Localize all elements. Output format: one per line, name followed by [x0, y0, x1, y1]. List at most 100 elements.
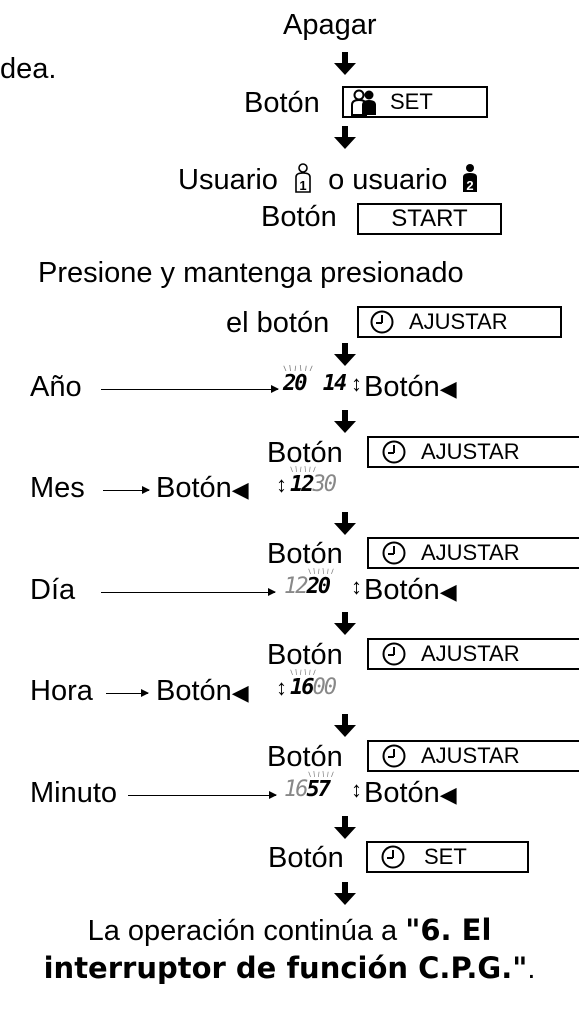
footer-link-ref[interactable]: interruptor de función C.P.G."	[43, 951, 528, 985]
lcd-month-b: 30	[312, 472, 337, 497]
blink-icon	[290, 466, 316, 472]
boton-label: Botón	[364, 371, 440, 403]
down-arrow-icon	[333, 343, 357, 367]
label-minuto: Minuto	[30, 777, 118, 809]
user-select-text: Usuario 1 o usuario 2	[178, 163, 479, 197]
user-2-icon[interactable]: 2	[461, 163, 479, 193]
label-ano: Año	[30, 371, 82, 403]
footer-line2: interruptor de función C.P.G.".	[0, 950, 579, 987]
pointer-line	[101, 385, 279, 393]
ajustar-label: AJUSTAR	[409, 309, 508, 334]
step-label-boton: Botón	[244, 87, 320, 119]
lcd-year-b: 14	[322, 371, 347, 396]
triangle-left-icon[interactable]: ◀	[231, 680, 249, 705]
down-arrow-icon	[333, 816, 357, 840]
clock-ajustar-button[interactable]: AJUSTAR	[367, 537, 579, 569]
triangle-left-icon[interactable]: ◀	[439, 782, 457, 807]
user-1-icon[interactable]: 1	[294, 163, 312, 193]
row-day-boton: Botón◀	[364, 573, 457, 609]
row-minute-boton: Botón◀	[364, 776, 457, 812]
blink-icon	[290, 669, 316, 675]
label-hora: Hora	[30, 675, 93, 707]
lcd-day-a: 12	[284, 574, 308, 599]
pointer-line	[106, 689, 149, 697]
row-year-boton: Botón◀	[364, 370, 457, 406]
clock-ajustar-button[interactable]: AJUSTAR	[357, 306, 562, 338]
step-label-boton: Botón	[268, 842, 344, 874]
down-arrow-icon	[333, 882, 357, 906]
pointer-line	[103, 486, 150, 494]
lcd-minute: 1657	[284, 777, 329, 802]
footer-link-ref[interactable]: "6. El	[405, 913, 492, 947]
triangle-left-icon[interactable]: ◀	[439, 579, 457, 604]
step-presione-line1: Presione y mantenga presionado	[38, 257, 464, 289]
clock-set-button[interactable]: SET	[366, 841, 529, 873]
lcd-minute-a: 16	[284, 777, 308, 802]
svg-text:1: 1	[299, 178, 306, 193]
clock-icon	[381, 743, 407, 769]
boton-label: Botón	[364, 574, 440, 606]
down-arrow-icon	[333, 410, 357, 434]
step-label-boton: Botón	[267, 639, 343, 671]
lcd-year-a: 20	[283, 371, 307, 396]
clock-icon	[369, 309, 395, 335]
step-label-boton: Botón	[267, 437, 343, 469]
triangle-left-icon[interactable]: ◀	[439, 376, 457, 401]
clock-ajustar-button[interactable]: AJUSTAR	[367, 740, 579, 772]
step-apagar: Apagar	[283, 9, 377, 41]
o-usuario-label: o usuario	[328, 164, 448, 196]
clock-icon	[381, 439, 407, 465]
boton-label: Botón	[156, 472, 232, 504]
ajustar-label: AJUSTAR	[421, 540, 520, 565]
clock-ajustar-button[interactable]: AJUSTAR	[367, 436, 579, 468]
footer-period: .	[527, 953, 536, 985]
label-mes: Mes	[30, 472, 85, 504]
down-arrow-icon	[333, 126, 357, 150]
up-down-arrow-icon: ↕	[351, 574, 362, 599]
row-hour-boton: Botón◀	[156, 674, 249, 710]
label-dia: Día	[30, 574, 76, 606]
pointer-line	[128, 791, 277, 799]
up-down-arrow-icon: ↕	[276, 472, 287, 497]
user-set-button[interactable]: SET	[342, 86, 488, 118]
usuario-label: Usuario	[178, 164, 278, 196]
blink-icon	[283, 365, 313, 371]
step-presione-line2: el botón	[226, 307, 330, 339]
down-arrow-icon	[333, 714, 357, 738]
svg-text:2: 2	[467, 178, 474, 193]
ajustar-label: AJUSTAR	[421, 641, 520, 666]
user-icon	[351, 89, 376, 116]
lcd-day: 1220	[284, 574, 329, 599]
triangle-left-icon[interactable]: ◀	[231, 477, 249, 502]
clock-icon	[380, 844, 406, 870]
set-label: SET	[390, 89, 433, 114]
footer-text: La operación continúa a	[87, 915, 406, 947]
ajustar-label: AJUSTAR	[421, 743, 520, 768]
blink-icon	[308, 771, 334, 777]
row-month-boton: Botón◀	[156, 471, 249, 507]
blink-icon	[308, 568, 334, 574]
lcd-minute-b: 57	[306, 777, 331, 802]
up-down-arrow-icon: ↕	[276, 675, 287, 700]
lcd-hour-b: 00	[312, 675, 337, 700]
lcd-hour: 1600	[290, 675, 337, 700]
lcd-month-a: 12	[290, 472, 314, 497]
down-arrow-icon	[333, 52, 357, 76]
set-label: SET	[424, 844, 467, 869]
up-down-arrow-icon: ↕	[351, 371, 362, 396]
lcd-month: 1230	[290, 472, 337, 497]
boton-label: Botón	[364, 777, 440, 809]
down-arrow-icon	[333, 612, 357, 636]
lcd-day-b: 20	[306, 574, 331, 599]
boton-label: Botón	[156, 675, 232, 707]
clock-ajustar-button[interactable]: AJUSTAR	[367, 638, 579, 670]
step-label-boton: Botón	[267, 538, 343, 570]
pointer-line	[101, 588, 276, 596]
start-button[interactable]: START	[357, 203, 502, 235]
step-label-boton: Botón	[267, 741, 343, 773]
lcd-hour-a: 16	[290, 675, 314, 700]
clock-icon	[381, 641, 407, 667]
down-arrow-icon	[333, 512, 357, 536]
footer-line1: La operación continúa a "6. El	[0, 912, 579, 949]
up-down-arrow-icon: ↕	[351, 777, 362, 802]
